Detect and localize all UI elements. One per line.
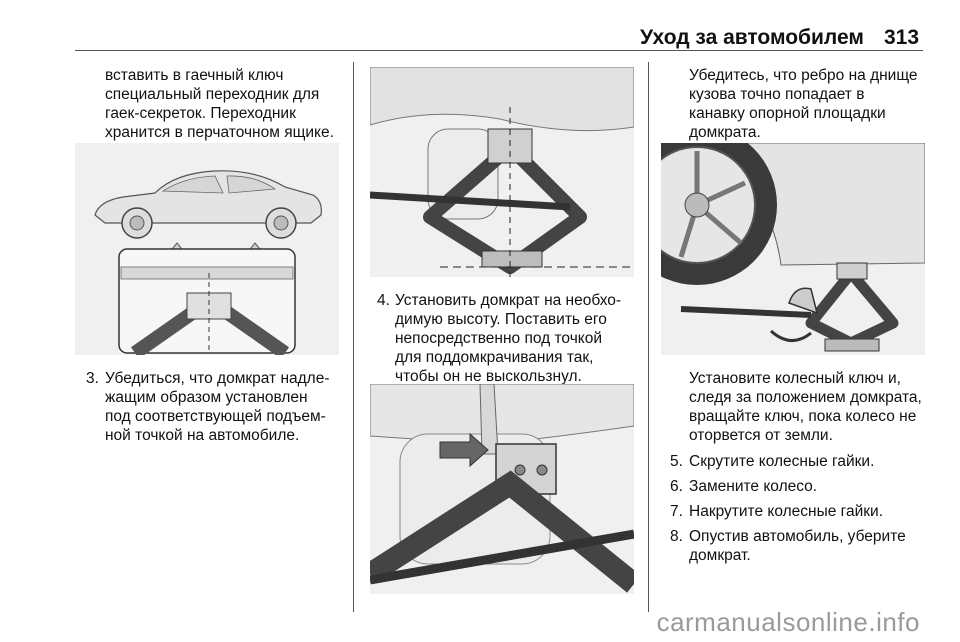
step-3-line-2: жащим образом установлен xyxy=(105,389,308,406)
col1-intro-line-3: гаек-секреток. Переходник xyxy=(105,105,296,122)
step-6-text: Замените колесо. xyxy=(689,478,818,495)
col1-intro-line-1: вставить в гаечный ключ xyxy=(105,67,284,84)
column-divider-left xyxy=(353,62,354,612)
step-8-line-1: Опустив автомобиль, уберите xyxy=(689,528,906,545)
col3-intro-line-4: домкрата. xyxy=(689,124,761,141)
step-7-text: Накрутите колесные гайки. xyxy=(689,503,884,520)
column-divider-right xyxy=(648,62,649,612)
step-8-number: 8. xyxy=(670,528,683,545)
figure-jack-alignment-detail xyxy=(370,384,634,594)
col1-intro-line-2: специальный переходник для xyxy=(105,86,320,103)
step-3-line-3: под соответствующей подъем- xyxy=(105,408,326,425)
col3-caption-line-4: оторвется от земли. xyxy=(689,427,833,444)
col3-caption-line-1: Установите колесный ключ и, xyxy=(689,370,901,387)
step-4-line-2: димую высоту. Поставить его xyxy=(395,311,607,328)
step-4-line-1: Установить домкрат на необхо- xyxy=(395,292,622,309)
figure-jack-under-point xyxy=(370,67,634,277)
col3-caption-line-2: следя за положением домкрата, xyxy=(689,389,922,406)
col3-intro-line-2: кузова точно попадает в xyxy=(689,86,865,103)
col3-intro-line-1: Убедитесь, что ребро на днище xyxy=(689,67,918,84)
page-header-title: Уход за автомобилем xyxy=(640,26,864,49)
figure-wheel-wrench-jack xyxy=(661,143,925,355)
step-6-number: 6. xyxy=(670,478,683,495)
col3-caption-line-3: вращайте ключ, пока колесо не xyxy=(689,408,917,425)
step-4-line-5: чтобы он не выскользнул. xyxy=(395,368,582,385)
step-5-number: 5. xyxy=(670,453,683,470)
step-8-line-2: домкрат. xyxy=(689,547,751,564)
step-4-line-4: для поддомкрачивания так, xyxy=(395,349,594,366)
page-number: 313 xyxy=(884,26,920,49)
step-7-number: 7. xyxy=(670,503,683,520)
figure-car-jack-points xyxy=(75,143,339,355)
step-5-text: Скрутите колесные гайки. xyxy=(689,453,875,470)
col1-intro-line-4: хранится в перчаточном ящике. xyxy=(105,124,334,141)
step-3-line-1: Убедиться, что домкрат надле- xyxy=(105,370,330,387)
step-4-number: 4. xyxy=(377,292,390,309)
col3-intro-line-3: канавку опорной площадки xyxy=(689,105,886,122)
step-3-number: 3. xyxy=(86,370,99,387)
site-watermark: carmanualsonline.info xyxy=(656,607,920,637)
step-3-line-4: ной точкой на автомобиле. xyxy=(105,427,300,444)
header-divider xyxy=(75,50,923,51)
step-4-line-3: непосредственно под точкой xyxy=(395,330,603,347)
